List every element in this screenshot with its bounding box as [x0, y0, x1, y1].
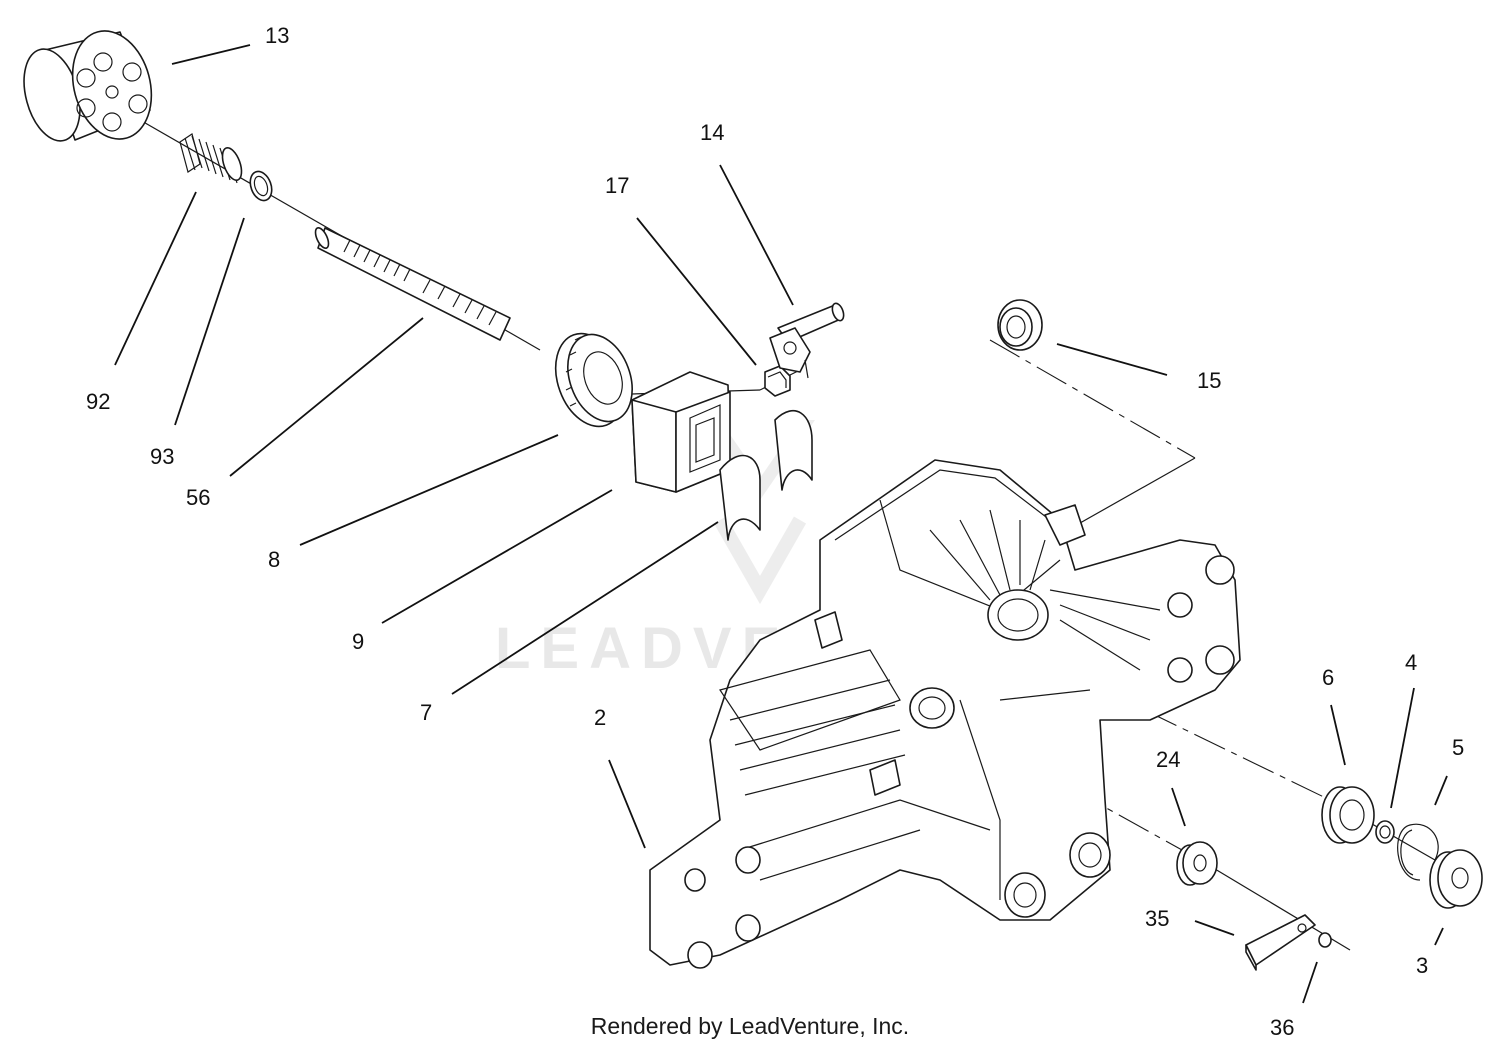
part-3-seal [1429, 849, 1483, 909]
part-93-washer [249, 170, 273, 202]
callout-15: 15 [1197, 368, 1221, 393]
callout-9: 9 [352, 629, 364, 654]
part-5-retaining-ring [1397, 823, 1439, 881]
part-36-ring [1318, 932, 1332, 948]
part-8-bearing [554, 332, 633, 428]
part-9-swashplate [631, 371, 731, 493]
callout-36: 36 [1270, 1015, 1294, 1040]
part-14-control-arm [769, 302, 845, 379]
callout-17: 17 [605, 173, 629, 198]
callout-8: 8 [268, 547, 280, 572]
credit-footer: Rendered by LeadVenture, Inc. [590, 1013, 910, 1039]
part-17-bushing [764, 365, 791, 397]
part-24-washer [1176, 841, 1218, 886]
callout-5: 5 [1452, 735, 1464, 760]
part-2-housing [649, 459, 1241, 969]
callout-7: 7 [420, 700, 432, 725]
callout-56: 56 [186, 485, 210, 510]
leader-lines [114, 44, 1448, 1004]
callout-35: 35 [1145, 906, 1169, 931]
part-7-thrust-bearing-halves [719, 409, 813, 541]
callout-4: 4 [1405, 650, 1417, 675]
part-15-seal [997, 299, 1043, 351]
part-6-bearing [1321, 786, 1375, 844]
callout-13: 13 [265, 23, 289, 48]
callout-93: 93 [150, 444, 174, 469]
part-35-plate [1245, 914, 1316, 971]
callout-92: 92 [86, 389, 110, 414]
part-92-spring [179, 133, 243, 184]
callout-labels: 13 92 93 56 14 17 15 8 9 7 2 6 4 5 24 35… [86, 23, 1464, 1040]
callout-24: 24 [1156, 747, 1180, 772]
callout-6: 6 [1322, 665, 1334, 690]
callout-3: 3 [1416, 953, 1428, 978]
part-56-shaft [314, 227, 511, 341]
part-4-snap-ring [1375, 820, 1395, 844]
callout-2: 2 [594, 705, 606, 730]
part-13-cylinder-block [23, 30, 153, 142]
callout-14: 14 [700, 120, 724, 145]
